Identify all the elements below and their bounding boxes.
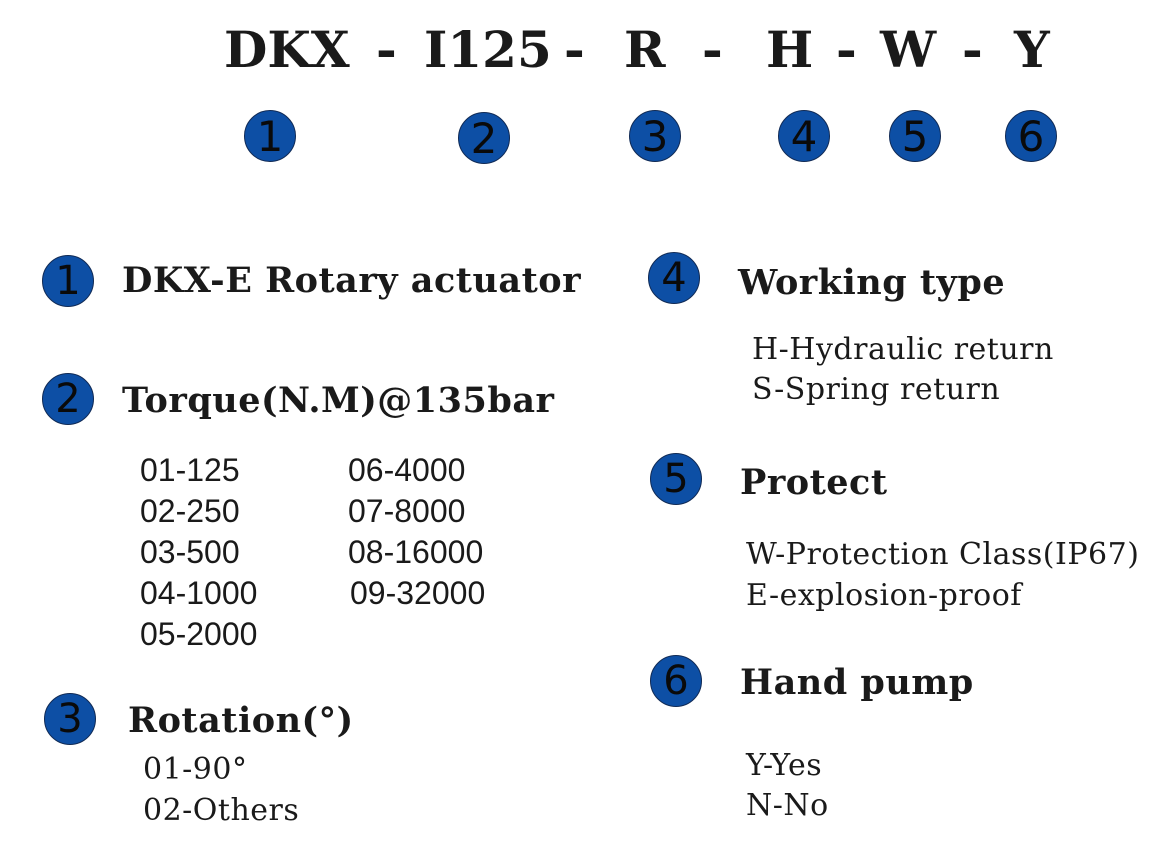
code-part-pump: Y: [1014, 20, 1050, 79]
section-4-title: Working type: [738, 262, 1006, 303]
protect-option: E-explosion-proof: [746, 578, 1022, 613]
section-2-title: Torque(N.M)@135bar: [122, 380, 555, 421]
torque-option: 07-8000: [348, 493, 466, 529]
section-5-badge: 5: [650, 453, 702, 505]
section-1-badge: 1: [42, 255, 94, 307]
code-separator: -: [962, 20, 983, 79]
code-separator: -: [564, 20, 585, 79]
torque-option: 02-250: [140, 493, 240, 529]
torque-option: 03-500: [140, 534, 240, 570]
section-3-title: Rotation(°): [128, 700, 354, 741]
code-part-protect: W: [880, 20, 937, 79]
code-part-rotation: R: [624, 20, 666, 79]
code-part-working: H: [766, 20, 814, 79]
hand-pump-option: N-No: [746, 788, 829, 823]
marker-6: 6: [1005, 110, 1057, 162]
section-6-title: Hand pump: [740, 662, 974, 703]
working-type-option: H-Hydraulic return: [752, 332, 1054, 367]
rotation-option: 02-Others: [143, 793, 300, 828]
torque-option: 09-32000: [350, 575, 486, 611]
section-3-badge: 3: [44, 693, 96, 745]
torque-option: 01-125: [140, 452, 240, 488]
rotation-option: 01-90°: [143, 752, 248, 787]
code-separator: -: [836, 20, 857, 79]
section-2-badge: 2: [42, 373, 94, 425]
torque-option: 08-16000: [348, 534, 484, 570]
code-part-torque: I125: [424, 20, 552, 79]
hand-pump-option: Y-Yes: [746, 748, 823, 783]
section-5-title: Protect: [740, 462, 888, 503]
code-separator: -: [376, 20, 397, 79]
marker-4: 4: [778, 110, 830, 162]
marker-1: 1: [244, 110, 296, 162]
marker-5: 5: [889, 110, 941, 162]
marker-3: 3: [629, 110, 681, 162]
working-type-option: S-Spring return: [752, 372, 1001, 407]
section-4-badge: 4: [648, 252, 700, 304]
torque-option: 06-4000: [348, 452, 466, 488]
code-separator: -: [702, 20, 723, 79]
marker-2: 2: [458, 112, 510, 164]
protect-option: W-Protection Class(IP67): [746, 537, 1140, 572]
code-part-series: DKX: [224, 20, 350, 79]
section-6-badge: 6: [650, 655, 702, 707]
torque-option: 05-2000: [140, 616, 258, 652]
model-code: DKX - I125 - R - H - W - Y: [224, 18, 1064, 88]
section-1-title: DKX-E Rotary actuator: [122, 260, 582, 301]
torque-option: 04-1000: [140, 575, 258, 611]
